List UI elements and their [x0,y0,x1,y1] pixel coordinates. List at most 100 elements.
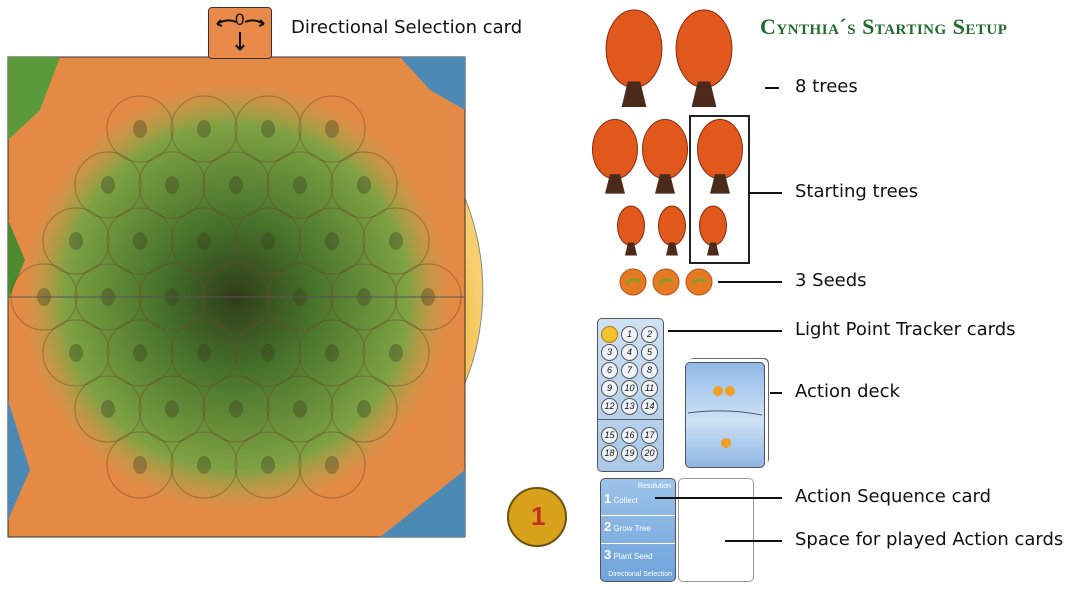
leaf-icon [197,232,211,250]
light-tracker-label: Light Point Tracker cards [795,319,1016,340]
leaf-icon [101,400,115,418]
board-space[interactable] [298,319,366,387]
board-space[interactable] [298,207,366,275]
light-point-space: 3 [601,344,618,361]
seq-step: 1 Collect [604,491,638,506]
seed-icon [619,268,647,296]
leaf-icon [133,120,147,138]
action-sequence-card: Resolution 1 Collect 2 Grow Tree 3 Plant… [600,478,676,582]
action-deck-label: Action deck [795,381,900,402]
tree-icon [603,8,665,115]
board-space[interactable] [234,95,302,163]
game-board [7,56,484,538]
board-space[interactable] [362,319,430,387]
board-space[interactable] [138,151,206,219]
tree-icon [673,8,735,115]
leaf-icon [101,176,115,194]
board-space[interactable] [330,151,398,219]
leaf-icon [293,176,307,194]
leaf-icon [165,176,179,194]
tree-icon [698,205,728,262]
board-space[interactable] [330,375,398,443]
light-point-space: 4 [621,344,638,361]
board-space[interactable] [170,431,238,499]
board-space[interactable] [74,151,142,219]
board-space[interactable] [266,151,334,219]
leaf-icon [389,232,403,250]
leaf-icon [261,120,275,138]
score-token-value: 1 [531,501,546,531]
board-space[interactable] [234,319,302,387]
light-point-space: 20 [641,445,658,462]
light-point-space: 5 [641,344,658,361]
leaf-icon [325,120,339,138]
leaf-icon [389,344,403,362]
tree-icon [695,118,745,201]
board-space[interactable] [362,207,430,275]
leaf-icon [197,344,211,362]
leaf-icon [197,120,211,138]
light-point-space: 13 [621,398,638,415]
directional-card-label: Directional Selection card [291,17,523,38]
setup-title: Cynthia´s Starting Setup [760,14,1008,39]
board-space[interactable] [106,319,174,387]
board-space[interactable] [202,151,270,219]
light-point-space: 16 [621,427,638,444]
leaf-icon [165,400,179,418]
board-space[interactable] [106,95,174,163]
light-point-space: 12 [601,398,618,415]
board-space[interactable] [42,207,110,275]
board-space[interactable] [170,95,238,163]
board-space[interactable] [298,95,366,163]
directional-selection-card: 0 [208,7,272,59]
seq-step: 2 Grow Tree [604,519,651,534]
leaf-icon [357,400,371,418]
tree-icon [590,118,640,201]
direction-arrows-icon [216,19,265,51]
light-point-space: 10 [621,380,638,397]
board-space[interactable] [234,431,302,499]
score-token: 1 [507,487,567,547]
light-point-space: 19 [621,445,638,462]
board-space[interactable] [202,375,270,443]
leaf-icon [261,344,275,362]
tree-icon [640,118,690,201]
board-space[interactable] [42,319,110,387]
seq-step: 3 Plant Seed [604,547,653,562]
tree-icon [657,205,687,262]
light-point-space: 15 [601,427,618,444]
board-space[interactable] [106,431,174,499]
tree-icon [616,205,646,262]
board-space[interactable] [74,375,142,443]
light-point-space: 11 [641,380,658,397]
leaf-icon [325,232,339,250]
played-space-label: Space for played Action cards [795,529,1064,550]
leaf-icon [133,456,147,474]
leaf-icon [325,456,339,474]
board-space[interactable] [138,375,206,443]
board-space[interactable] [170,319,238,387]
seq-footer: Directional Selection [608,571,672,578]
leaf-icon [229,176,243,194]
light-point-space: 17 [641,427,658,444]
light-point-space: 1 [621,326,638,343]
board-space[interactable] [234,207,302,275]
board-space[interactable] [266,375,334,443]
action-deck[interactable] [685,362,765,468]
leaf-icon [357,176,371,194]
board-space[interactable] [298,431,366,499]
seq-header: Resolution [637,483,671,490]
leaf-icon [325,344,339,362]
board-space[interactable] [106,207,174,275]
board-space[interactable] [170,207,238,275]
seeds-label: 3 Seeds [795,270,867,291]
played-action-cards-space[interactable] [678,478,754,582]
seeds [619,268,713,296]
starting-trees-box [689,115,750,264]
leaf-icon [197,456,211,474]
trees-label: 8 trees [795,76,858,97]
light-point-space: 18 [601,445,618,462]
leaf-icon [261,232,275,250]
leaf-icon [133,232,147,250]
